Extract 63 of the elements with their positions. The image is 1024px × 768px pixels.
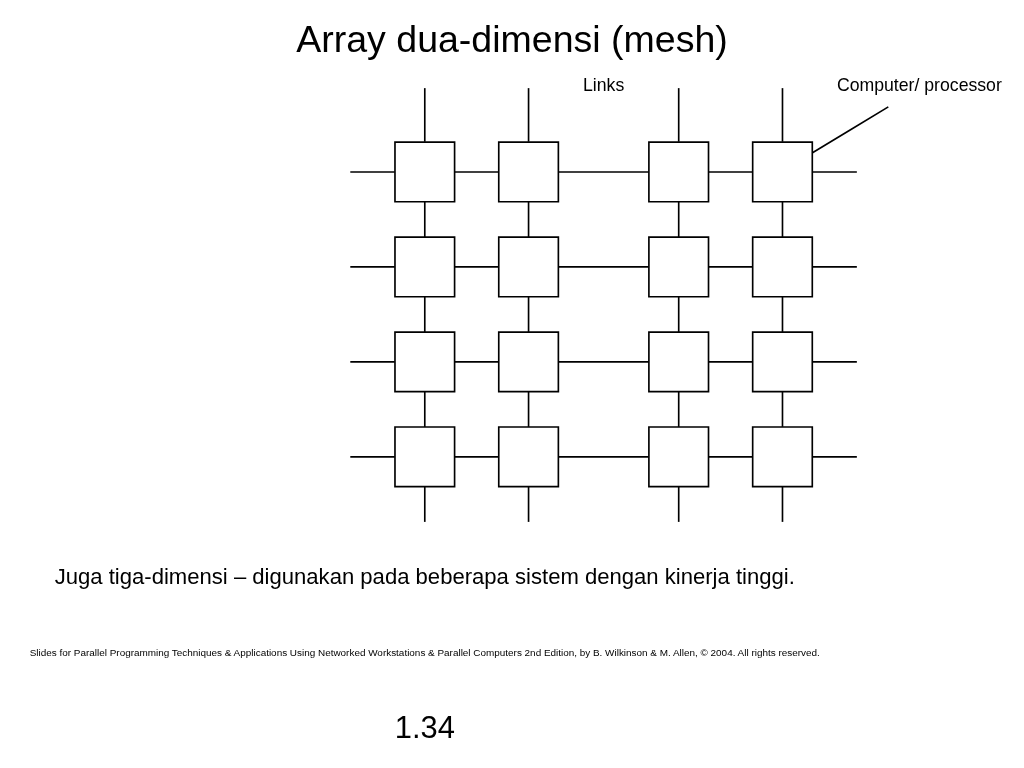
connector: [527, 390, 530, 428]
node-box: [394, 235, 456, 298]
connector: [811, 455, 858, 458]
connector: [781, 485, 784, 523]
connector: [811, 170, 858, 173]
connector: [557, 170, 650, 173]
connector: [781, 390, 784, 428]
node-box: [394, 330, 456, 392]
connector: [527, 485, 530, 523]
connector: [557, 265, 650, 268]
connector: [707, 360, 754, 363]
node-box: [497, 140, 560, 203]
connector: [677, 86, 680, 143]
connector: [527, 295, 530, 333]
connector: [453, 170, 500, 173]
node-box: [648, 140, 710, 203]
diagram-title: Array dua-dimensi (mesh): [296, 17, 728, 60]
node-box: [751, 140, 814, 203]
connector: [453, 265, 500, 268]
connector: [677, 485, 680, 523]
connector: [453, 455, 500, 458]
node-box: [751, 330, 814, 392]
connector: [781, 200, 784, 238]
node-box: [497, 425, 560, 487]
node-text: Computer/ processor: [836, 74, 1002, 95]
connector: [557, 360, 650, 363]
connector: [349, 170, 396, 173]
connector: [349, 360, 396, 363]
connector: [557, 455, 650, 458]
connector: [677, 200, 680, 238]
connector: [423, 86, 426, 143]
node-box: [497, 330, 560, 392]
node-box: [497, 235, 560, 298]
node-box: [648, 425, 710, 487]
connector: [423, 295, 426, 333]
connector: [811, 360, 858, 363]
connector: [707, 170, 754, 173]
connector: [349, 455, 396, 458]
connector: [781, 86, 784, 143]
label: 1.34: [394, 709, 455, 745]
label: Juga tiga-dimensi – digunakan pada beberapa sistem dengan kinerja tinggi.: [54, 563, 795, 589]
connector: [677, 295, 680, 333]
connector: [677, 390, 680, 428]
connector: [527, 86, 530, 143]
node-box: [751, 235, 814, 298]
node-box: [648, 330, 710, 392]
connector: [349, 265, 396, 268]
label: Links: [583, 74, 625, 95]
connector: [423, 390, 426, 428]
connector: [811, 105, 890, 154]
connector: [707, 455, 754, 458]
node-box: [394, 140, 456, 203]
label: Slides for Parallel Programming Techniques & Applications Using Networked Workstations & Parallel Computers 2nd Edition, by B. Wilkinson & M. Allen, © 2004. All rights reserved.: [29, 646, 820, 658]
connector: [423, 485, 426, 523]
node-box: [648, 235, 710, 298]
node-box: [751, 425, 814, 487]
connector: [781, 295, 784, 333]
node-box: [394, 425, 456, 487]
connector: [811, 265, 858, 268]
connector: [423, 200, 426, 238]
connector: [707, 265, 754, 268]
connector: [527, 200, 530, 238]
connector: [453, 360, 500, 363]
